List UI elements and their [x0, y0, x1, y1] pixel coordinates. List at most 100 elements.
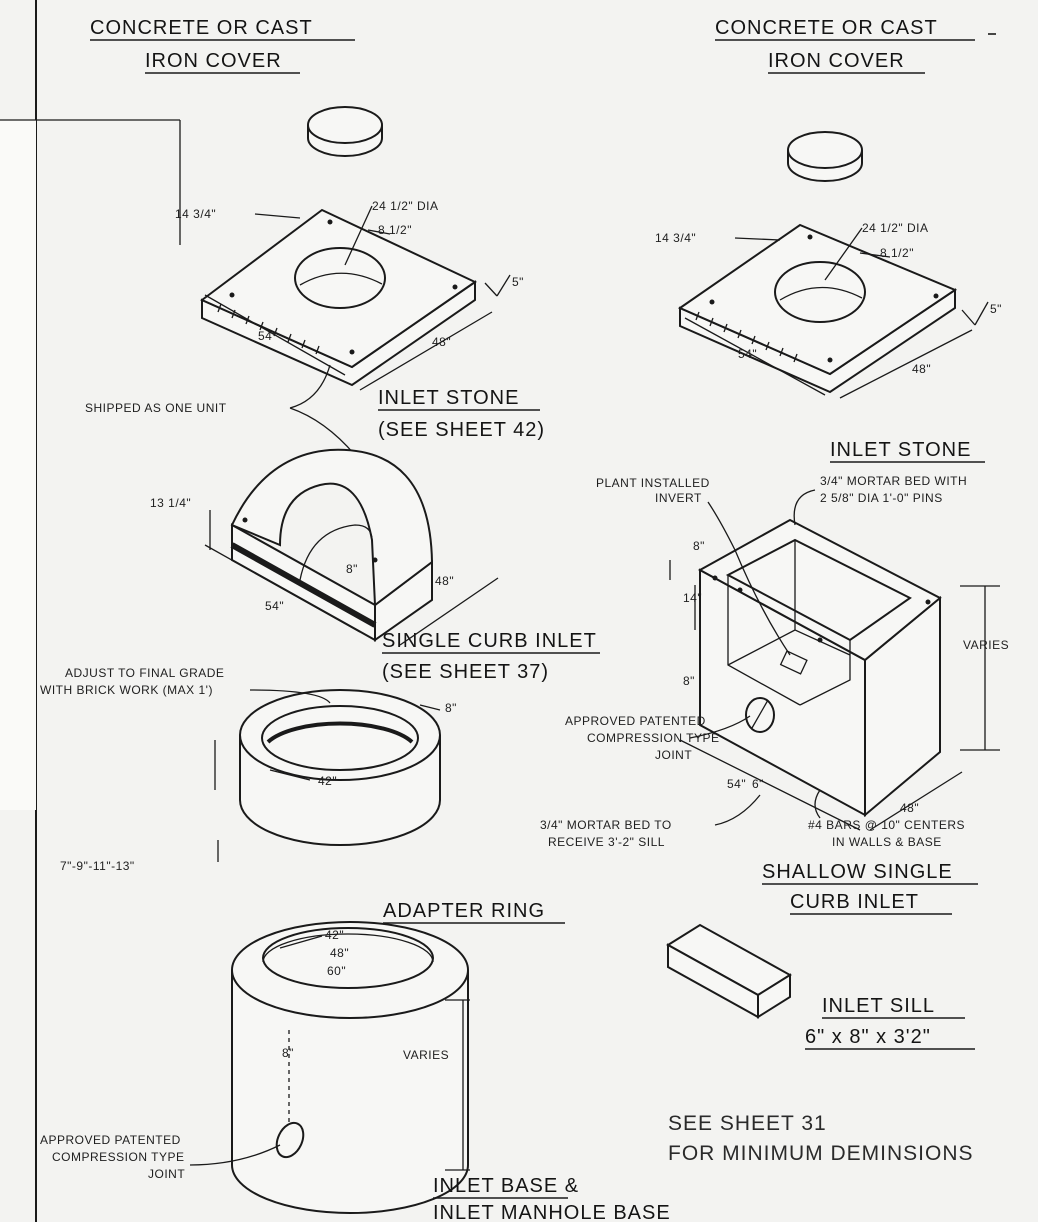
cover-left	[307, 106, 383, 157]
leader-line	[419, 704, 441, 711]
cover-left-title-2: IRON COVER	[145, 50, 282, 72]
dim-48-right: 48"	[912, 362, 931, 376]
inlet-stone-left-title: INLET STONE	[378, 387, 519, 409]
approved-1: APPROVED PATENTED	[565, 714, 706, 728]
dim-line	[961, 309, 976, 326]
dim-line	[399, 577, 499, 646]
dim-54-curb: 54"	[265, 599, 284, 613]
adjust-2: WITH BRICK WORK (MAX 1')	[40, 683, 213, 697]
dim-line-54-right	[684, 317, 826, 396]
inlet-stone-right	[677, 223, 958, 394]
inlet-base-title-2: INLET MANHOLE BASE	[433, 1202, 671, 1222]
plant-installed-2: INVERT	[655, 491, 702, 505]
approved-b1: APPROVED PATENTED	[40, 1133, 181, 1147]
single-curb-inlet	[230, 448, 434, 642]
dim-6-shallow: 6"	[752, 777, 764, 791]
leader-line	[289, 364, 331, 409]
bars-1: #4 BARS @ 10" CENTERS	[808, 818, 965, 832]
dim-5-left: 5"	[512, 275, 524, 289]
dim-8-1-2-left: 8 1/2"	[378, 223, 412, 237]
dim-24-dia-right: 24 1/2" DIA	[862, 221, 928, 235]
approved-2: COMPRESSION TYPE	[587, 731, 719, 745]
single-curb-title: SINGLE CURB INLET	[382, 630, 597, 652]
dim-48-curb: 48"	[435, 574, 454, 588]
single-curb-ref: (SEE SHEET 37)	[382, 661, 549, 683]
mortar-sill-1: 3/4" MORTAR BED TO	[540, 818, 672, 832]
leader-line	[707, 501, 791, 656]
approved-3: JOINT	[655, 748, 692, 762]
bars-2: IN WALLS & BASE	[832, 835, 942, 849]
leader-line	[254, 213, 301, 219]
dim-line	[269, 769, 311, 781]
dim-line	[679, 739, 861, 831]
dim-54-right: 54"	[738, 347, 757, 361]
inlet-stone-left	[200, 208, 477, 387]
adapter-ring-title: ADAPTER RING	[383, 900, 545, 922]
cover-right-title-1: CONCRETE OR CAST	[715, 17, 938, 39]
dim-42-ring: 42"	[318, 774, 337, 788]
base-48: 48"	[330, 946, 349, 960]
cover-right-title-2: IRON COVER	[768, 50, 905, 72]
see-sheet-note-2: FOR MINIMUM DEMINSIONS	[668, 1142, 974, 1165]
dim-line-48-left	[359, 311, 493, 391]
dim-14-shallow: 14"	[683, 591, 702, 605]
cover-right	[787, 131, 863, 182]
dim-line-48-right	[839, 329, 973, 399]
dim-line	[279, 935, 323, 949]
inlet-sill	[666, 923, 792, 1019]
plant-installed-1: PLANT INSTALLED	[596, 476, 710, 490]
leader-line	[793, 489, 816, 526]
dim-48-left: 48"	[432, 335, 451, 349]
base-8: 8"	[282, 1046, 294, 1060]
leader-line	[814, 789, 821, 819]
dim-5-right: 5"	[990, 302, 1002, 316]
scan-patch	[0, 120, 36, 810]
dim-54-shallow: 54"	[727, 777, 746, 791]
leader-line	[824, 227, 863, 281]
shipped-as-one-unit: SHIPPED AS ONE UNIT	[85, 401, 227, 415]
dim-48-shallow: 48"	[900, 801, 919, 815]
varies-base: VARIES	[403, 1048, 449, 1062]
dim-line	[484, 282, 498, 297]
leader-line	[344, 205, 373, 266]
see-sheet-note-1: SEE SHEET 31	[668, 1112, 827, 1135]
dim-14-3-4-left: 14 3/4"	[175, 207, 216, 221]
inlet-stone-left-ref: (SEE SHEET 42)	[378, 419, 545, 441]
inlet-base	[231, 921, 469, 1214]
leader-line	[189, 1144, 281, 1166]
dim-24-dia-left: 24 1/2" DIA	[372, 199, 438, 213]
dim-54-left: 54"	[258, 329, 277, 343]
approved-b2: COMPRESSION TYPE	[52, 1150, 184, 1164]
approved-b3: JOINT	[148, 1167, 185, 1181]
adapter-ring	[239, 689, 441, 846]
dim-8-shallow-top: 8"	[693, 539, 705, 553]
shallow-title-2: CURB INLET	[790, 891, 919, 913]
dim-8-curb: 8"	[346, 562, 358, 576]
leader-line	[859, 252, 891, 258]
dim-13-1-4: 13 1/4"	[150, 496, 191, 510]
dim-line	[496, 274, 511, 297]
inlet-base-title-1: INLET BASE &	[433, 1175, 579, 1197]
leader-line	[249, 689, 331, 704]
base-42: 42"	[325, 928, 344, 942]
leader-line	[714, 794, 761, 826]
dim-line-54-left	[204, 294, 346, 376]
adjust-1: ADJUST TO FINAL GRADE	[65, 666, 224, 680]
leader-line	[689, 715, 751, 739]
leader-line	[367, 229, 391, 235]
dim-line	[204, 544, 361, 633]
shallow-single-curb-inlet	[697, 518, 942, 818]
varies-shallow: VARIES	[963, 638, 1009, 652]
base-60: 60"	[327, 964, 346, 978]
dim-8-ring: 8"	[445, 701, 457, 715]
dim-8-shallow-mid: 8"	[683, 674, 695, 688]
mortar-bed-1: 3/4" MORTAR BED WITH	[820, 474, 967, 488]
cover-left-title-1: CONCRETE OR CAST	[90, 17, 313, 39]
leader-line	[734, 237, 781, 241]
dim-line	[869, 771, 963, 831]
dim-8-1-2-right: 8 1/2"	[880, 246, 914, 260]
inlet-sill-size: 6" x 8" x 3'2"	[805, 1026, 931, 1048]
mortar-bed-2: 2 5/8" DIA 1'-0" PINS	[820, 491, 943, 505]
mortar-sill-2: RECEIVE 3'-2" SILL	[548, 835, 665, 849]
